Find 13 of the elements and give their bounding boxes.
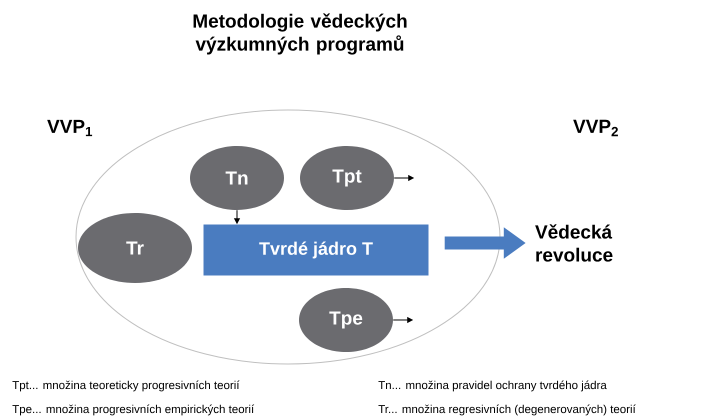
core-box: Tvrdé jádro T: [204, 224, 428, 276]
oval: Tpe: [299, 288, 393, 352]
legend-note: Tpe... množina progresivních empirických teorií: [12, 404, 254, 416]
legend-note: Tr... množina regresivních (degenerovaných) teorií: [378, 404, 636, 416]
title: Metodologie vědeckých výzkumných programů: [194, 13, 406, 55]
program-label: VVP$_{2}$: [573, 120, 618, 136]
legend-note: Tn... množina pravidel ochrany tvrdého jádra: [378, 380, 607, 392]
legend-note: Tpt... množina teoreticky progresivních teorií: [12, 380, 240, 392]
oval: Tn: [190, 146, 284, 210]
result-text: Vědecká revoluce: [535, 224, 612, 262]
program-label: VVP$_{1}$: [47, 120, 92, 136]
oval: Tr: [78, 213, 192, 283]
oval: Tpt: [300, 146, 394, 210]
